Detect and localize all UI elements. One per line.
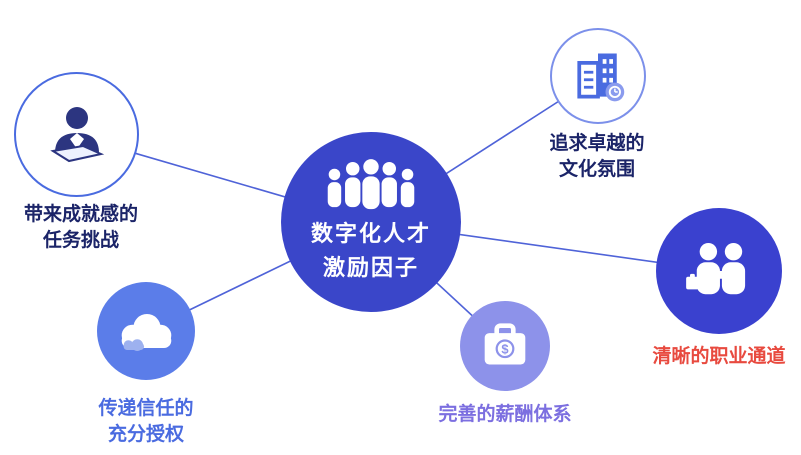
label-culture: 追求卓越的 文化氛围 <box>517 131 677 182</box>
center-title-line2: 激励因子 <box>322 255 419 280</box>
businessperson-laptop-icon <box>43 103 111 167</box>
label-culture-line2: 文化氛围 <box>558 158 635 180</box>
label-task-line1: 带来成就感的 <box>23 204 138 225</box>
svg-text:$: $ <box>501 341 508 356</box>
office-building-clock-icon <box>568 46 628 106</box>
label-trust: 传递信任的 充分授权 <box>64 396 228 447</box>
people-group-icon <box>321 158 421 213</box>
label-culture-line1: 追求卓越的 <box>549 133 645 154</box>
briefcase-dollar-icon: $ <box>479 322 531 370</box>
label-trust-line1: 传递信任的 <box>98 398 194 419</box>
label-task-challenge: 带来成就感的 任务挑战 <box>0 202 162 253</box>
label-salary: 完善的薪酬体系 <box>438 404 572 425</box>
cloud-icon <box>111 308 181 355</box>
center-node: 数字化人才 激励因子 <box>281 132 461 312</box>
node-career <box>656 208 782 334</box>
label-task-line2: 任务挑战 <box>42 229 119 251</box>
node-task-challenge <box>14 72 139 197</box>
node-culture <box>550 28 646 124</box>
handshake-people-icon <box>682 242 756 300</box>
node-trust <box>97 282 195 380</box>
center-title-line1: 数字化人才 <box>310 220 431 246</box>
center-title: 数字化人才 激励因子 <box>311 217 431 285</box>
label-trust-line2: 充分授权 <box>107 423 184 445</box>
node-salary: $ <box>460 301 550 391</box>
label-career: 清晰的职业通道 <box>652 346 786 367</box>
